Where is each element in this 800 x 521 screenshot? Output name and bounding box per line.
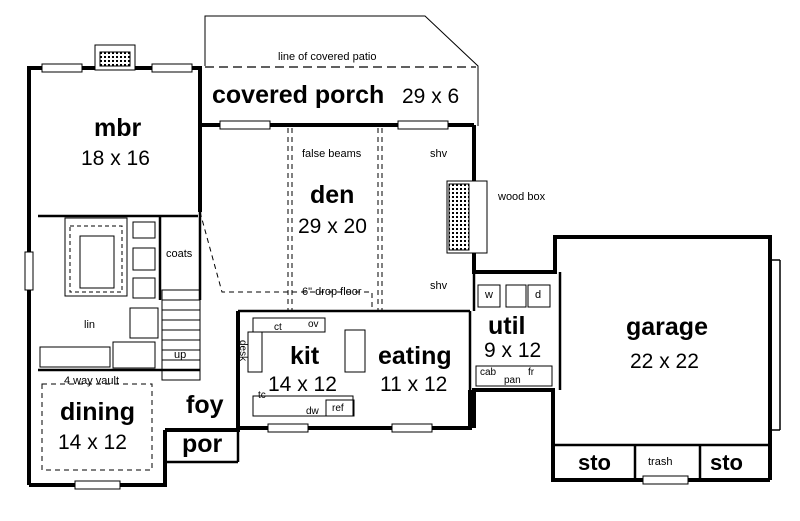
garage-name: garage: [626, 313, 708, 341]
ct-label: ct: [274, 322, 282, 333]
kit-size: 14 x 12: [268, 373, 337, 396]
fr-label: fr: [528, 367, 535, 378]
shv-lower-label: shv: [430, 280, 448, 292]
up-label: up: [174, 349, 187, 361]
covered-porch-name: covered porch: [212, 81, 385, 109]
util-name: util: [488, 312, 526, 340]
stairs: [161, 289, 201, 381]
kitchen-counters: [247, 317, 366, 417]
drop-floor-label: 6" drop floor: [302, 286, 362, 298]
sto-right-name: sto: [710, 450, 743, 475]
covered-porch-outline: [204, 15, 479, 126]
dining-size: 14 x 12: [58, 431, 127, 454]
bath-fixtures: [39, 217, 159, 369]
ref-label: ref: [332, 403, 344, 414]
dining-vault: [41, 383, 153, 471]
shv-upper-label: shv: [430, 148, 448, 160]
coats-label: coats: [166, 248, 193, 260]
false-beams: [199, 128, 383, 311]
eating-name: eating: [378, 342, 452, 370]
interior-walls: [38, 212, 770, 480]
lin-label: lin: [84, 319, 96, 331]
mbr-size: 18 x 16: [81, 147, 150, 170]
windows: [24, 63, 689, 490]
covered-porch-size: 29 x 6: [402, 85, 460, 108]
dryer-label: d: [535, 289, 542, 301]
wood-box-label: wood box: [498, 191, 546, 203]
dining-name: dining: [60, 398, 135, 426]
false-beams-label: false beams: [302, 148, 362, 160]
garage-size: 22 x 22: [630, 350, 699, 373]
tc-label: tc: [258, 390, 266, 401]
util-size: 9 x 12: [484, 339, 542, 362]
cab-label: cab: [480, 367, 497, 378]
den-size: 29 x 20: [298, 215, 367, 238]
ov-label: ov: [308, 319, 319, 330]
util-fixtures: [475, 284, 553, 387]
pan-label: pan: [504, 375, 521, 386]
washer-label: w: [485, 289, 493, 301]
dw-label: dw: [306, 406, 319, 417]
fireplace: [446, 180, 488, 254]
sto-left-name: sto: [578, 450, 611, 475]
trash-label: trash: [648, 456, 673, 468]
por-name: por: [182, 430, 223, 458]
garage-door: [770, 259, 781, 431]
vault-label: 4 way vault: [64, 375, 120, 387]
desk-label: desk: [237, 340, 248, 362]
eating-size: 11 x 12: [380, 373, 448, 396]
den-name: den: [310, 181, 355, 209]
mbr-name: mbr: [94, 114, 142, 142]
foy-name: foy: [186, 391, 224, 419]
chimney: [94, 44, 136, 71]
kit-name: kit: [290, 342, 320, 370]
covered-patio-label: line of covered patio: [278, 51, 377, 63]
